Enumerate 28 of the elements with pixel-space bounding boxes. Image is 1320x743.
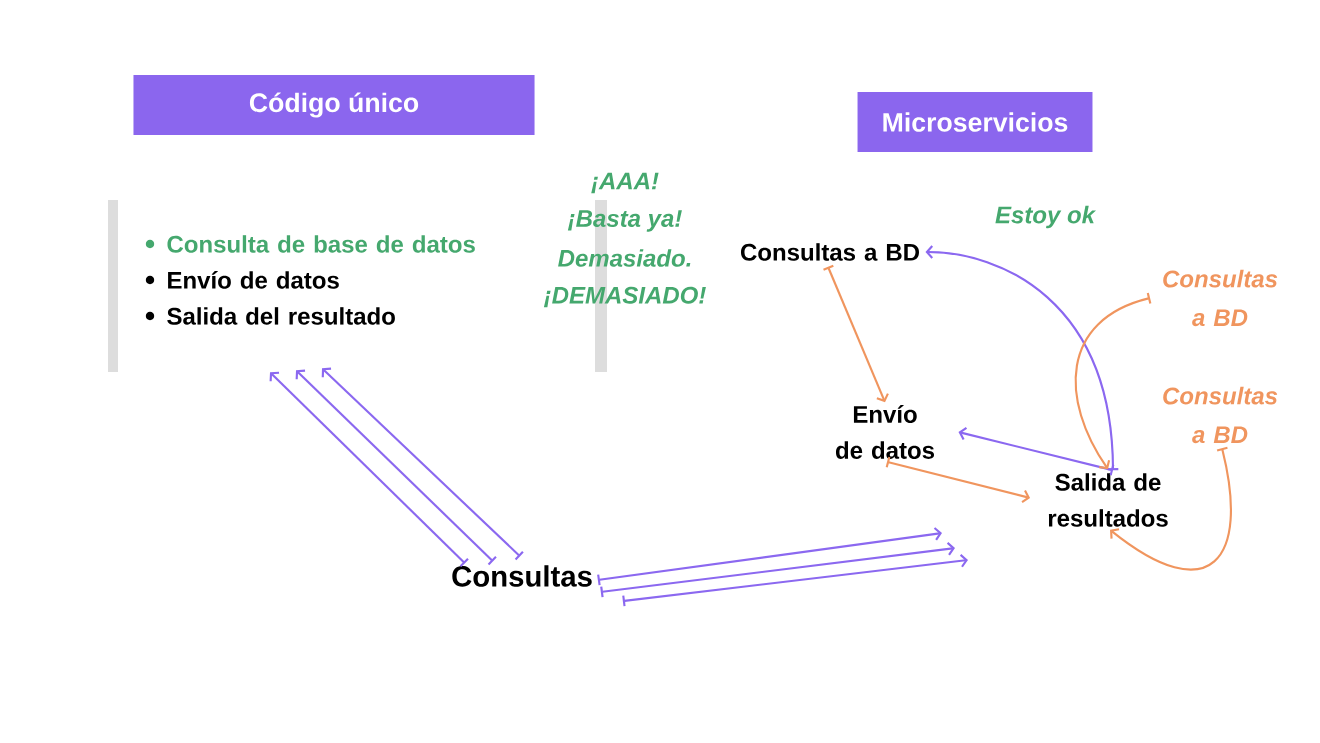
arrow bbox=[885, 456, 1031, 504]
arrow bbox=[958, 426, 1115, 476]
arrow bbox=[269, 371, 469, 568]
arrow bbox=[925, 245, 1119, 471]
node-label: Salida del resultado bbox=[167, 307, 395, 325]
arrow bbox=[295, 369, 497, 566]
note-text: ¡AAA! bbox=[591, 172, 659, 194]
arrow bbox=[600, 542, 955, 598]
node-label: Consulta de base de datos bbox=[167, 235, 475, 253]
title-box: Microservicios bbox=[857, 92, 1093, 152]
node-label: Consultas a BD bbox=[741, 243, 919, 261]
title-box: Código único bbox=[133, 75, 535, 135]
note-text: Demasiado. bbox=[558, 249, 691, 267]
arrow bbox=[597, 527, 942, 586]
node-label: Consultas a BD bbox=[1163, 386, 1278, 444]
note-text: ¡Basta ya! bbox=[567, 210, 682, 232]
arrow bbox=[321, 367, 524, 561]
node-label: Consultas a BD bbox=[1163, 269, 1278, 327]
note-text: Estoy ok bbox=[995, 205, 1096, 229]
node-label: Envío de datos bbox=[168, 270, 339, 289]
note-text: ¡DEMASIADO! bbox=[543, 286, 706, 308]
node-label: Envío de datos bbox=[836, 405, 935, 459]
arrow bbox=[1110, 446, 1232, 571]
node-label: Salida de resultados bbox=[1048, 473, 1168, 527]
arrow bbox=[823, 264, 889, 403]
node-label: Consultas bbox=[452, 565, 592, 587]
arrow bbox=[1074, 292, 1152, 470]
arrow bbox=[622, 554, 968, 607]
